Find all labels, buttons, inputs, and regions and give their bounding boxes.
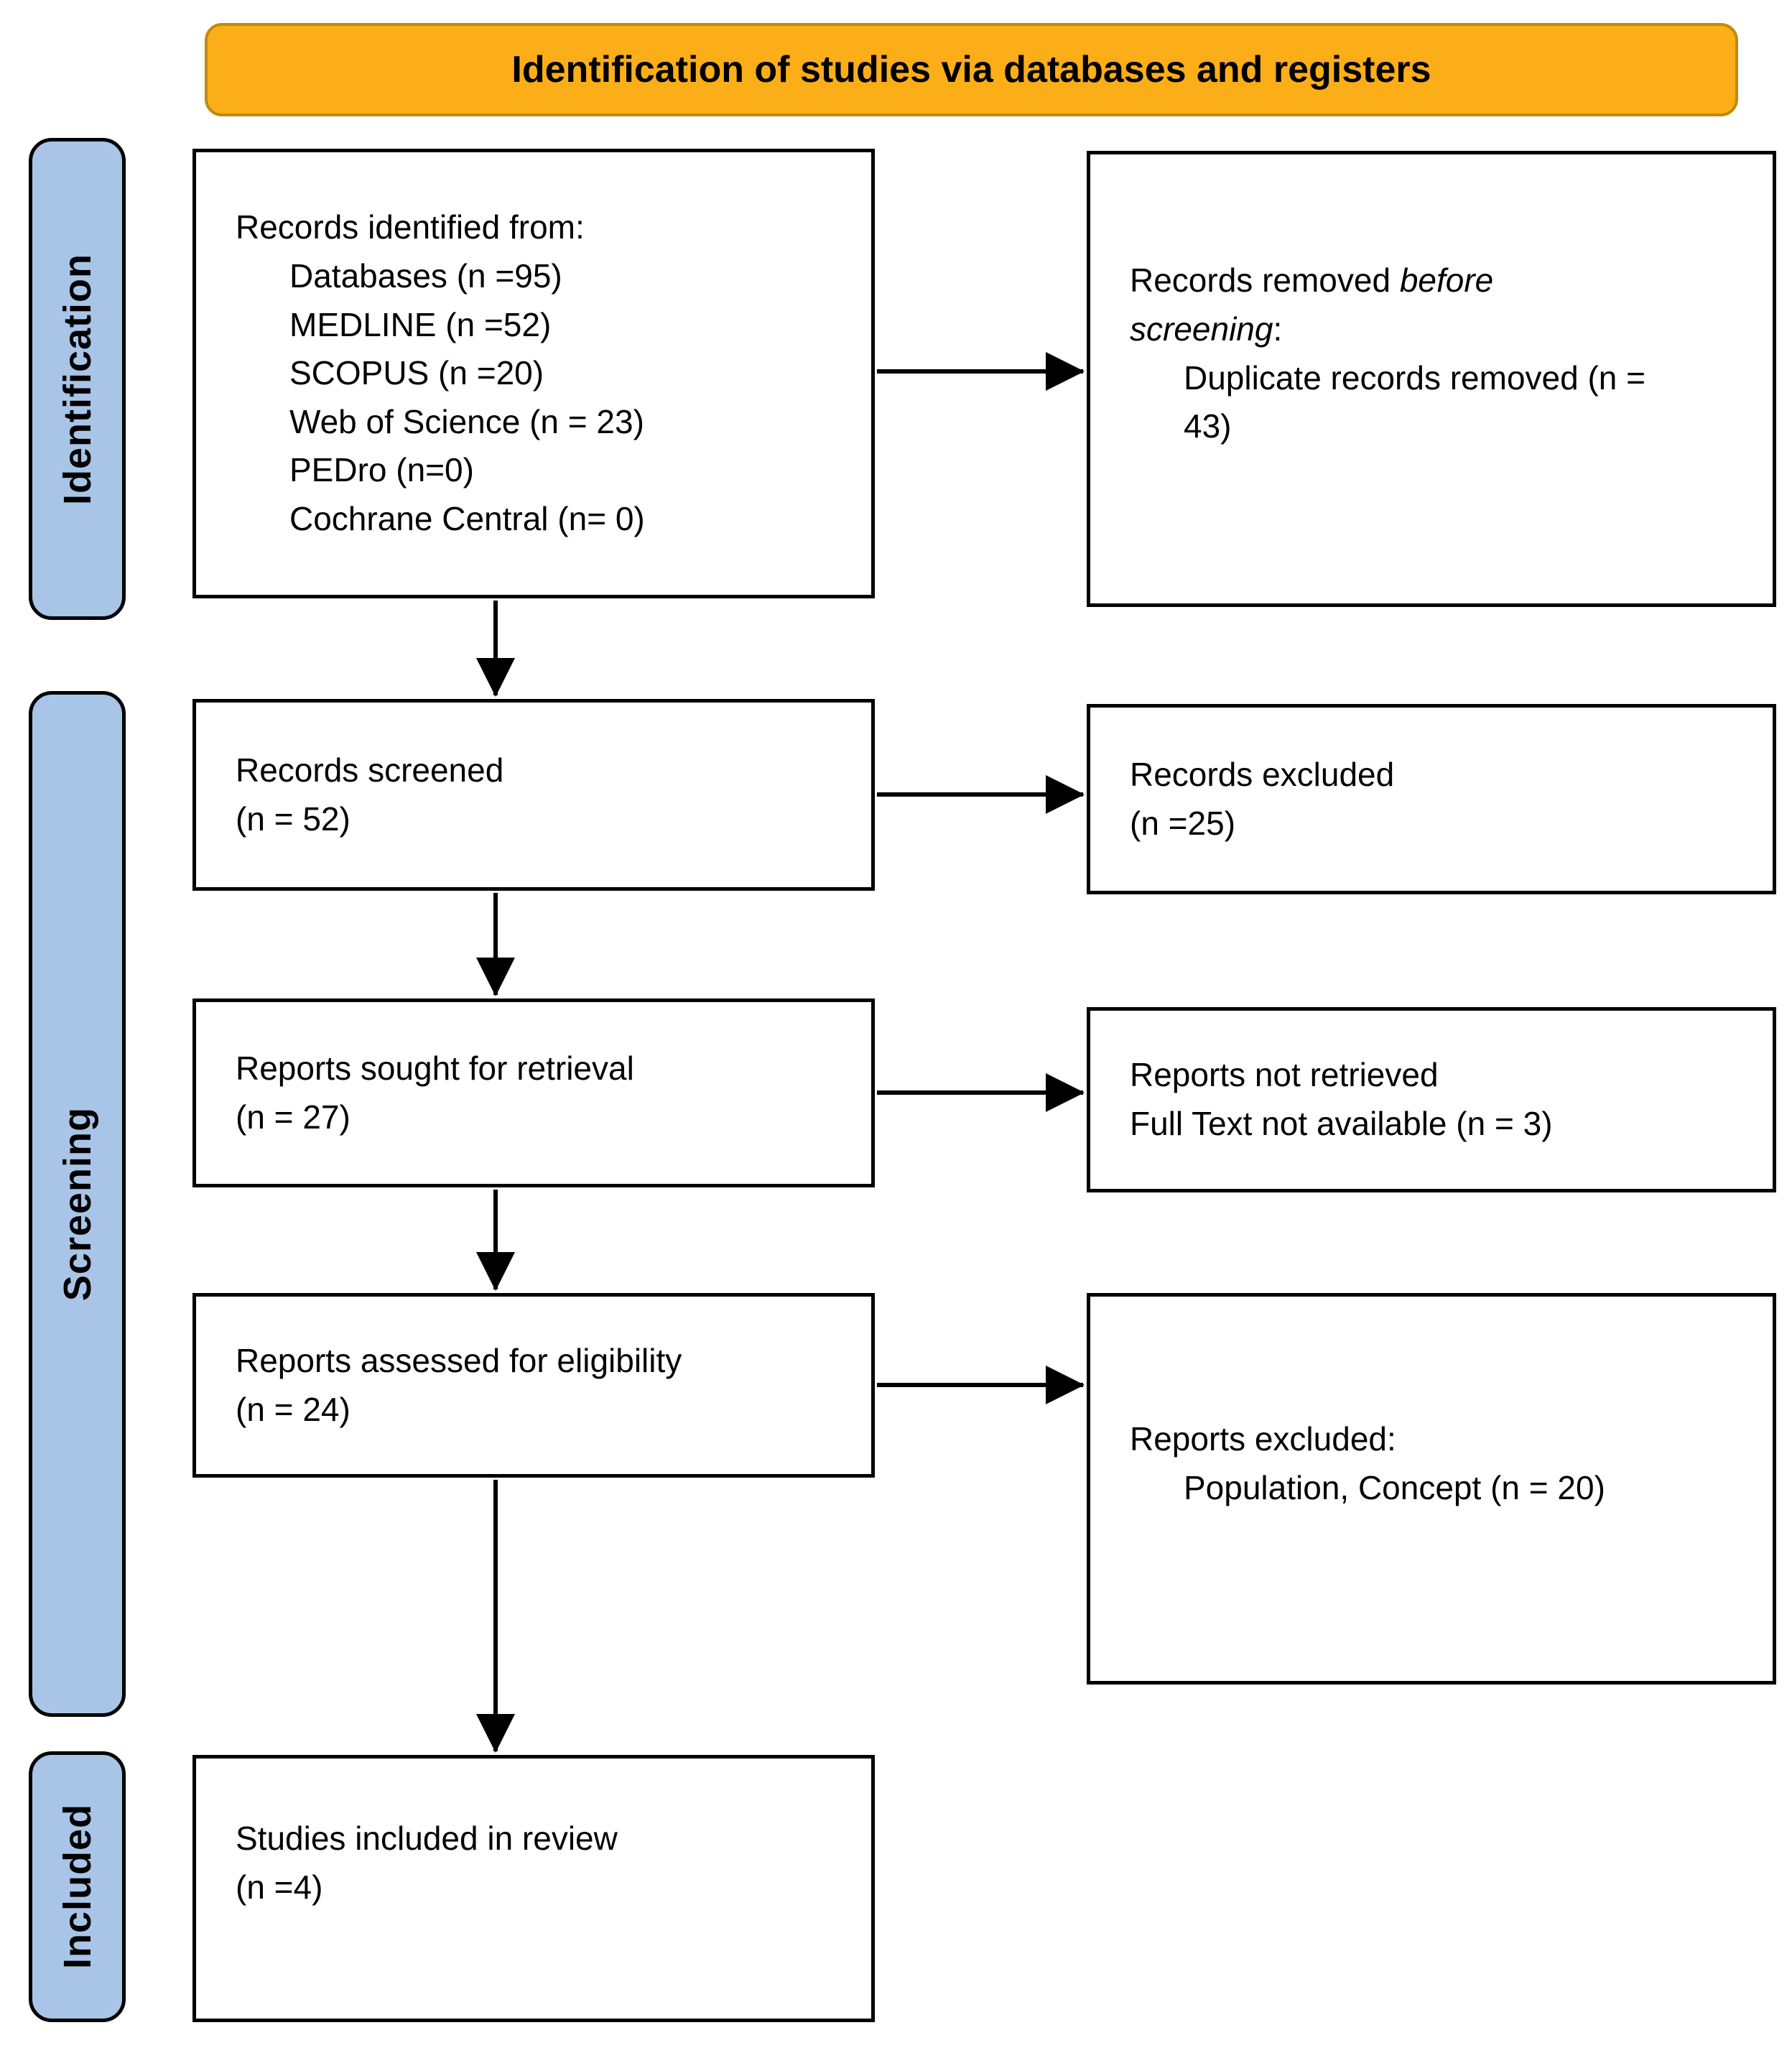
- stage-identification: Identification: [29, 138, 126, 620]
- records-removed-title-suffix: :: [1273, 310, 1283, 348]
- records-identified-item-cochrane: Cochrane Central (n= 0): [289, 500, 645, 538]
- records-identified-item-pedro: PEDro (n=0): [289, 451, 474, 489]
- studies-included-count: (n =4): [236, 1868, 323, 1906]
- box-records-excluded: Records excluded (n =25): [1087, 704, 1776, 894]
- box-reports-excluded: Reports excluded: Population, Concept (n…: [1087, 1293, 1776, 1685]
- stage-included-label: Included: [55, 1804, 99, 1970]
- stage-included: Included: [29, 1751, 126, 2022]
- box-reports-not-retrieved: Reports not retrieved Full Text not avai…: [1087, 1007, 1776, 1192]
- records-removed-title-italic: before screening: [1130, 261, 1494, 348]
- box-records-screened: Records screened (n = 52): [192, 699, 875, 891]
- studies-included-line: Studies included in review: [236, 1820, 618, 1858]
- stage-screening-label: Screening: [55, 1106, 99, 1302]
- reports-excluded-item-population-concept: Population, Concept (n = 20): [1184, 1468, 1605, 1506]
- box-records-removed: Records removed before screening: Duplic…: [1087, 151, 1776, 607]
- reports-assessed-line: Reports assessed for eligibility: [236, 1341, 682, 1379]
- records-excluded-count: (n =25): [1130, 804, 1236, 842]
- records-identified-item-web-of-science: Web of Science (n = 23): [289, 402, 644, 440]
- banner: Identification of studies via databases …: [205, 23, 1738, 116]
- reports-sought-line: Reports sought for retrieval: [236, 1049, 634, 1087]
- reports-not-retrieved-detail: Full Text not available (n = 3): [1130, 1105, 1553, 1142]
- records-excluded-line: Records excluded: [1130, 755, 1395, 793]
- stage-identification-label: Identification: [55, 253, 99, 505]
- records-removed-title: Records removed before screening:: [1130, 256, 1589, 353]
- box-studies-included: Studies included in review (n =4): [192, 1755, 875, 2022]
- box-reports-sought: Reports sought for retrieval (n = 27): [192, 998, 875, 1187]
- reports-excluded-title: Reports excluded:: [1130, 1419, 1396, 1458]
- reports-sought-count: (n = 27): [236, 1098, 350, 1136]
- banner-title: Identification of studies via databases …: [511, 49, 1431, 91]
- box-records-identified: Records identified from: Databases (n =9…: [192, 149, 875, 598]
- records-screened-count: (n = 52): [236, 800, 350, 838]
- box-reports-assessed: Reports assessed for eligibility (n = 24…: [192, 1293, 875, 1478]
- records-identified-title: Records identified from:: [236, 208, 585, 246]
- records-identified-item-databases: Databases (n =95): [289, 256, 562, 295]
- records-removed-item-duplicates: Duplicate records removed (n = 43): [1184, 358, 1646, 445]
- reports-not-retrieved-line: Reports not retrieved: [1130, 1056, 1439, 1094]
- records-identified-item-scopus: SCOPUS (n =20): [289, 354, 544, 392]
- records-identified-item-medline: MEDLINE (n =52): [289, 305, 552, 343]
- records-removed-title-prefix: Records removed: [1130, 261, 1400, 300]
- stage-screening: Screening: [29, 691, 126, 1717]
- reports-assessed-count: (n = 24): [236, 1390, 350, 1428]
- records-screened-line: Records screened: [236, 751, 504, 789]
